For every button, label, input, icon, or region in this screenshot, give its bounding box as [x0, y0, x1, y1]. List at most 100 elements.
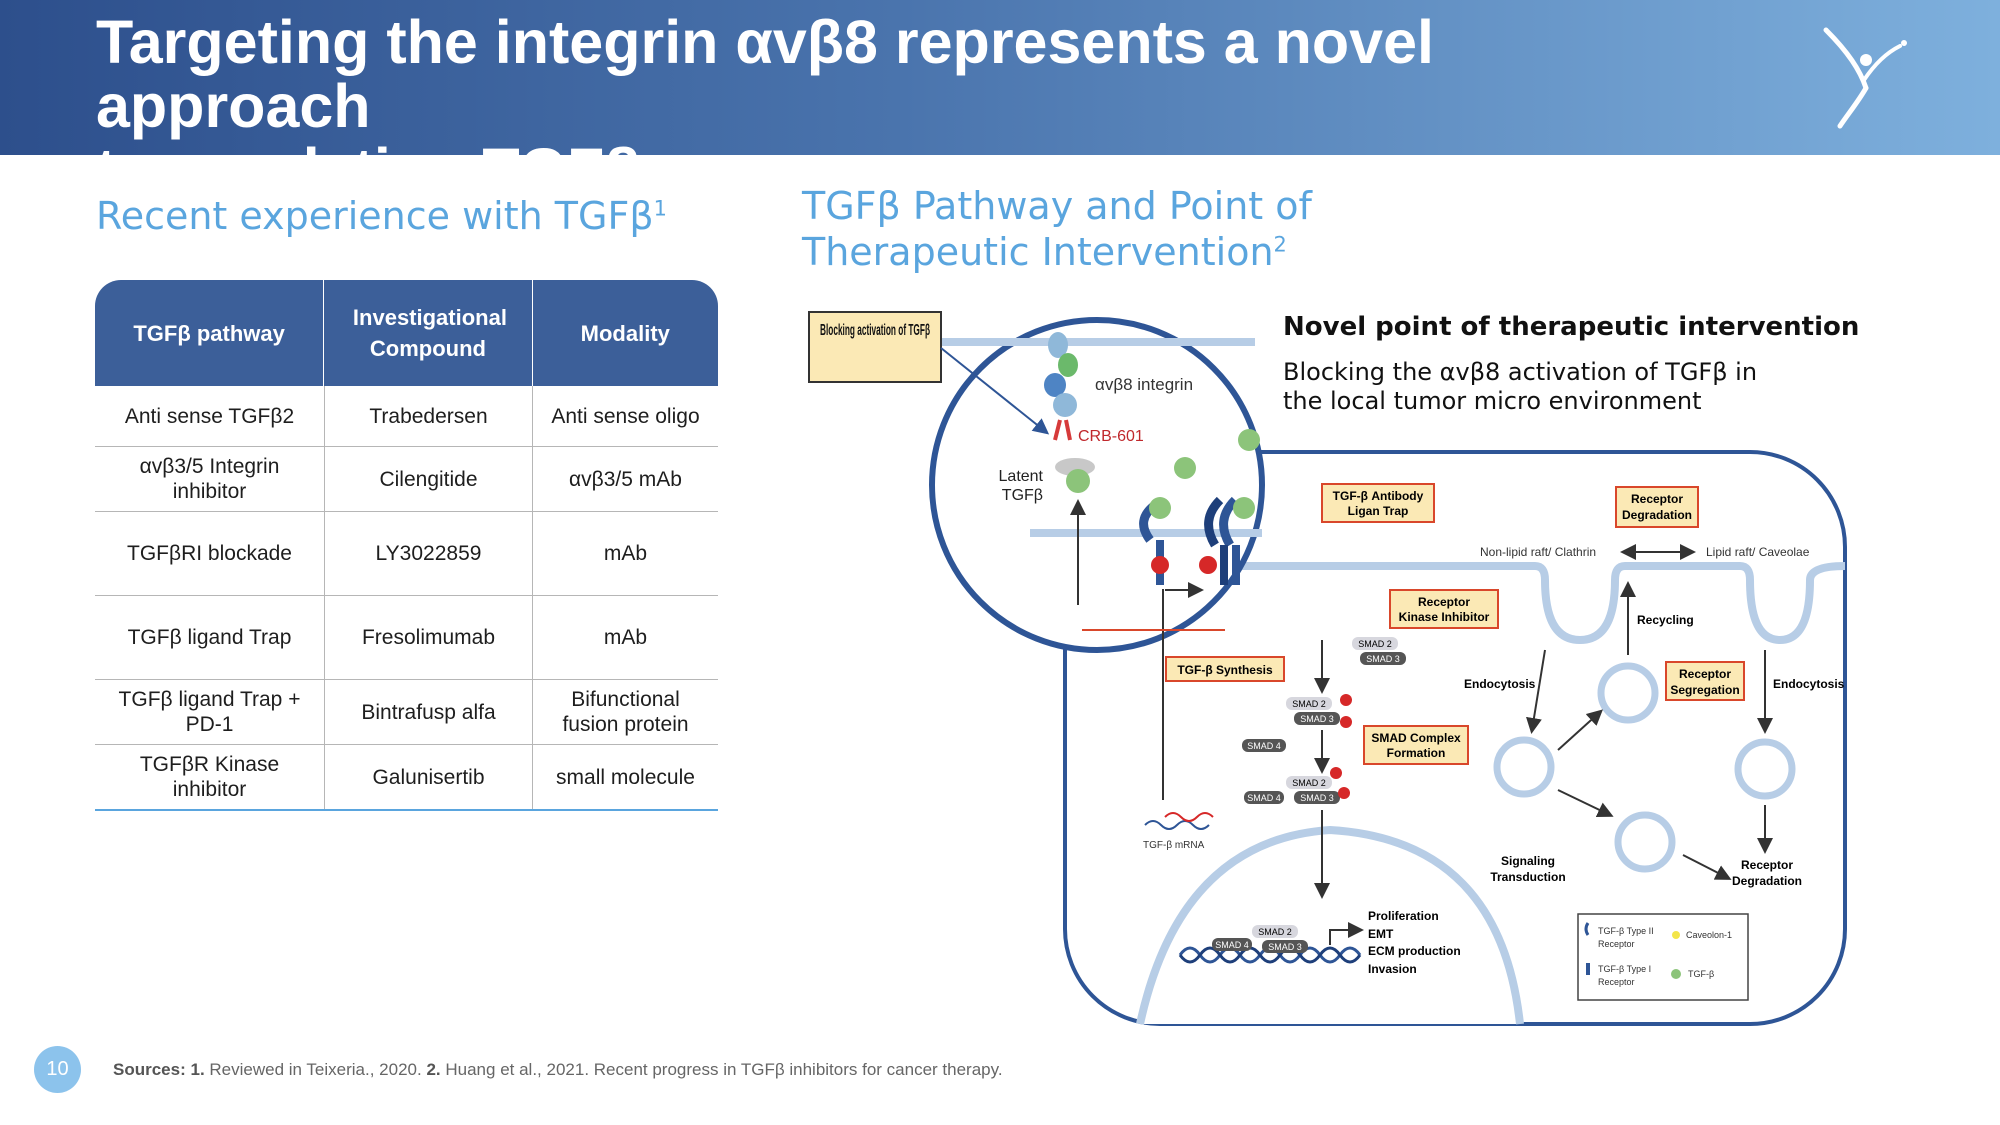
table-cell: αvβ3/5 mAb [532, 447, 718, 511]
svg-text:ECM production: ECM production [1368, 944, 1461, 958]
table-cell: TGFβR Kinase inhibitor [139, 753, 280, 801]
svg-text:Invasion: Invasion [1368, 962, 1417, 976]
svg-text:Segregation: Segregation [1670, 683, 1739, 697]
svg-text:Receptor: Receptor [1418, 595, 1470, 609]
svg-text:SMAD 4: SMAD 4 [1215, 940, 1249, 950]
outcomes-list: Proliferation EMT ECM production Invasio… [1368, 909, 1461, 976]
endocytosis-label-right: Endocytosis [1773, 677, 1845, 691]
table-cell: Trabedersen [324, 386, 532, 446]
receptor-degradation-box: Receptor Degradation [1615, 486, 1699, 528]
receptor-deg2-label-1: Receptor [1741, 858, 1793, 872]
antibody-trap-box: TGF-β Antibody Ligan Trap [1321, 483, 1435, 523]
svg-text:Receptor: Receptor [1598, 939, 1635, 949]
right-section-heading: TGFβ Pathway and Point of Therapeutic In… [802, 183, 1402, 275]
table-cell: TGFβRI blockade [127, 542, 292, 565]
vesicle-icon [1493, 662, 1796, 873]
crb-601-label: CRB-601 [1078, 428, 1144, 445]
column-header: TGFβ pathway [133, 320, 285, 346]
column-header: Modality [531, 280, 718, 386]
receptor-icon [1139, 496, 1255, 585]
novel-intervention-heading: Novel point of therapeutic intervention [1283, 312, 1860, 342]
blocking-activation-box [808, 311, 942, 383]
column-header: Investigational Compound [323, 280, 531, 386]
svg-text:Proliferation: Proliferation [1368, 909, 1439, 923]
blocking-activation-label: Blocking activation of TGFβ [820, 322, 930, 339]
mrna-icon [1144, 820, 1210, 830]
table-row: Anti sense TGFβ2 Trabedersen Anti sense … [95, 386, 718, 447]
svg-text:TGF-β Type II: TGF-β Type II [1598, 926, 1654, 936]
title-line-1: Targeting the integrin αvβ8 represents a… [96, 8, 1434, 140]
table-cell: LY3022859 [324, 512, 532, 595]
nucleus-envelope [1136, 825, 1524, 1025]
svg-text:EMT: EMT [1368, 927, 1394, 941]
svg-text:SMAD 4: SMAD 4 [1247, 793, 1281, 803]
svg-text:SMAD Complex: SMAD Complex [1371, 731, 1461, 745]
latent-label-1: Latent [999, 468, 1044, 485]
table-cell: TGFβ ligand Trap [127, 626, 292, 649]
integrin-icon [1044, 332, 1078, 441]
svg-text:SMAD 4: SMAD 4 [1247, 741, 1281, 751]
table-cell: Bifunctional fusion protein [532, 680, 718, 744]
smad-complex-box: SMAD Complex Formation [1363, 725, 1469, 765]
table-cell: TGFβ ligand Trap + PD-1 [118, 688, 301, 736]
table-cell: mAb [532, 512, 718, 595]
latent-label-2: TGFβ [1002, 487, 1043, 504]
page-number-badge: 10 [34, 1046, 81, 1093]
svg-text:SMAD 2: SMAD 2 [1292, 699, 1326, 709]
table-cell: Bintrafusp alfa [324, 680, 532, 744]
non-lipid-label: Non-lipid raft/ Clathrin [1480, 545, 1596, 559]
signaling-label-2: Transduction [1490, 870, 1565, 884]
svg-text:Caveolon-1: Caveolon-1 [1686, 930, 1732, 940]
smad4-chip: SMAD 4 [1242, 739, 1286, 752]
svg-text:SMAD 2: SMAD 2 [1358, 639, 1392, 649]
lipid-raft-label: Lipid raft/ Caveolae [1706, 545, 1810, 559]
svg-text:TGF-β Type I: TGF-β Type I [1598, 964, 1651, 974]
left-section-heading: Recent experience with TGFβ1 [96, 194, 667, 238]
table-cell: Galunisertib [324, 745, 532, 809]
svg-text:Receptor: Receptor [1598, 977, 1635, 987]
svg-text:SMAD 3: SMAD 3 [1268, 942, 1302, 952]
signaling-label-1: Signaling [1501, 854, 1555, 868]
svg-text:Receptor: Receptor [1679, 667, 1731, 681]
endocytosis-label: Endocytosis [1464, 677, 1536, 691]
zoom-circle [929, 317, 1265, 653]
tgfb-synthesis-box: TGF-β Synthesis [1165, 656, 1285, 682]
smad-group-mid: SMAD 2 SMAD 3 [1286, 694, 1352, 728]
svg-text:Degradation: Degradation [1622, 508, 1692, 522]
novel-intervention-text: Blocking the αvβ8 activation of TGFβ in … [1283, 358, 1758, 415]
table-cell: mAb [532, 596, 718, 679]
table-cell: Cilengitide [324, 447, 532, 511]
svg-text:TGF-β Antibody: TGF-β Antibody [1333, 489, 1424, 503]
smad-dna-complex: SMAD 2 SMAD 4 SMAD 3 [1212, 925, 1308, 953]
svg-text:TGF-β Synthesis: TGF-β Synthesis [1177, 663, 1273, 677]
company-logo-icon [1823, 27, 1907, 129]
tgfb-experience-table: TGFβ pathway Investigational Compound Mo… [95, 280, 718, 811]
smad-group-low: SMAD 2 SMAD 4 SMAD 3 [1244, 767, 1350, 804]
table-cell: small molecule [532, 745, 718, 809]
receptor-deg2-label-2: Degradation [1732, 874, 1802, 888]
table-cell: Anti sense oligo [532, 386, 718, 446]
diagram-legend: TGF-β Type II Receptor TGF-β Type I Rece… [1577, 913, 1749, 1001]
cell-membrane [1065, 562, 1846, 645]
table-cell: Fresolimumab [324, 596, 532, 679]
right-heading-line-2: Therapeutic Intervention2 [802, 230, 1287, 274]
tgfb-pathway-diagram: αvβ8 integrin CRB-601 Latent TGFβ Blocki… [808, 311, 1847, 1026]
table-row: TGFβ ligand Trap + PD-1 Bintrafusp alfa … [95, 680, 718, 745]
table-cell: αvβ3/5 Integrin inhibitor [139, 455, 280, 503]
table-row: TGFβ ligand Trap Fresolimumab mAb [95, 596, 718, 680]
table-row: αvβ3/5 Integrin inhibitor Cilengitide αv… [95, 447, 718, 512]
integrin-label: αvβ8 integrin [1095, 375, 1193, 394]
table-row: TGFβRI blockade LY3022859 mAb [95, 512, 718, 596]
recycling-label: Recycling [1637, 613, 1694, 627]
kinase-inhibitor-box: Receptor Kinase Inhibitor [1389, 589, 1499, 629]
smad-group-top: SMAD 2 SMAD 3 [1352, 637, 1406, 665]
table-cell: Anti sense TGFβ2 [124, 404, 295, 428]
svg-text:Ligan Trap: Ligan Trap [1348, 504, 1409, 518]
svg-text:SMAD 3: SMAD 3 [1300, 714, 1334, 724]
right-heading-line-1: TGFβ Pathway and Point of [802, 184, 1312, 228]
svg-text:Receptor: Receptor [1631, 492, 1683, 506]
table-row: TGFβR Kinase inhibitor Galunisertib smal… [95, 745, 718, 811]
sources-footnote: Sources: 1. Reviewed in Teixeria., 2020.… [113, 1060, 1003, 1079]
page-title: Targeting the integrin αvβ8 represents a… [96, 10, 1696, 202]
svg-text:Formation: Formation [1387, 746, 1446, 760]
